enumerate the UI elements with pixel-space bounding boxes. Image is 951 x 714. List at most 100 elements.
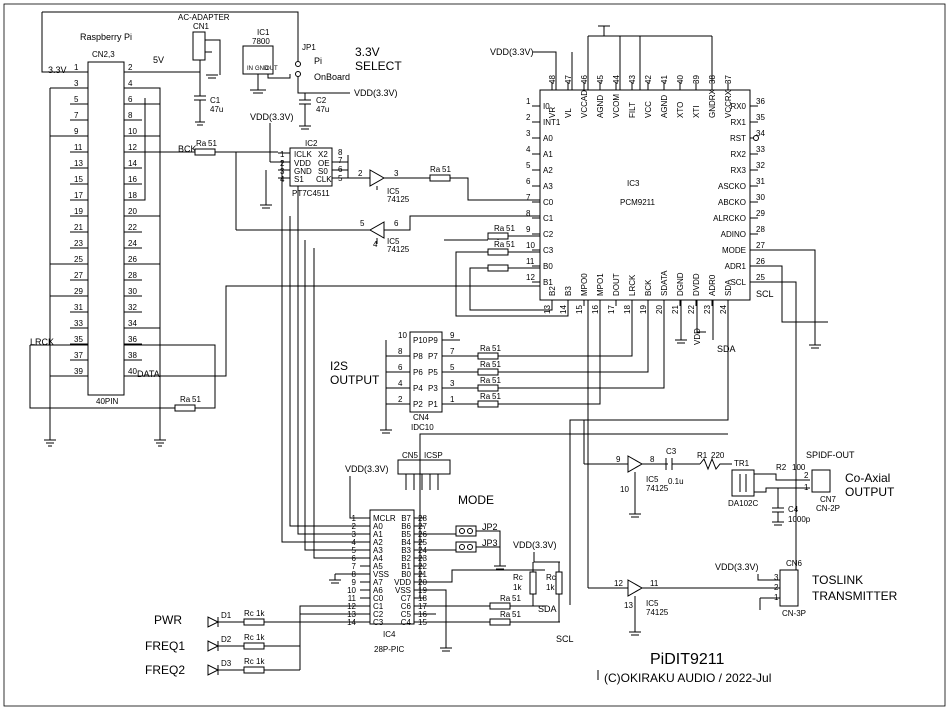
cn4-right-pin: P3 [428,384,438,393]
svg-text:Rc: Rc [546,573,556,582]
rpi-pin-right: 4 [128,79,133,88]
svg-text:47u: 47u [210,105,223,114]
svg-text:Ra: Ra [494,224,505,233]
svg-text:9: 9 [450,331,455,340]
svg-text:ICSP: ICSP [424,451,443,460]
ic4-left-pin: A0 [373,522,383,531]
svg-text:2: 2 [774,583,779,592]
svg-text:18: 18 [623,305,632,314]
svg-text:8: 8 [650,455,655,464]
svg-text:Ra: Ra [494,240,505,249]
data-label: DATA [137,369,160,379]
svg-text:9: 9 [616,455,621,464]
ic3-bottom-pin: B2 [548,286,557,296]
svg-text:VDD: VDD [294,159,311,168]
cn23-label: CN2,3 [92,50,115,59]
svg-text:51: 51 [512,610,521,619]
svg-text:51: 51 [506,240,515,249]
svg-text:GND: GND [294,167,312,176]
svg-text:1: 1 [526,97,531,106]
board-title: PiDIT9211 [650,651,725,668]
svg-text:0.1u: 0.1u [668,477,684,486]
svg-text:3: 3 [450,379,455,388]
svg-text:20: 20 [655,305,664,314]
svg-text:7: 7 [338,156,343,165]
ic4-right-pin: C4 [401,618,412,627]
svg-text:74125: 74125 [646,484,669,493]
svg-text:22: 22 [687,305,696,314]
ic3-right-pin: ADR1 [725,262,747,271]
svg-text:44: 44 [612,75,621,84]
svg-text:SCL: SCL [556,634,574,644]
svg-text:13: 13 [543,305,552,314]
sheet-frame [3,3,946,707]
rpi-pin-right: 32 [128,303,137,312]
rpi-pin-left: 23 [74,239,83,248]
coaxial-label: Co-Axial [845,471,890,485]
cn4-left-pin: P8 [413,352,423,361]
svg-text:Ra: Ra [180,395,191,404]
led-icon [207,616,220,628]
ic3-pcm9211: IC3 PCM9211 48VR47VL46VCCAD45AGND44VCOM4… [444,25,828,605]
ic5-buffers: 2 3 IC5 74125 Ra 51 5 6 4 IC5 74125 [235,152,540,254]
ic4-right-pin: B5 [401,530,411,539]
ic3-bottom-pin: MPO1 [596,273,605,296]
svg-text:48: 48 [548,75,557,84]
svg-text:VDD(3.3V): VDD(3.3V) [250,112,294,122]
ic4-left-pin: C2 [373,610,384,619]
ic4-right-pin: VDD [394,578,411,587]
i2s-output-label: OUTPUT [330,373,380,387]
ic3-left-pin: B1 [543,278,553,287]
ic4-right-pin: B4 [401,538,411,547]
svg-text:Ra: Ra [480,392,491,401]
ic3-left-pin: A3 [543,182,553,191]
svg-text:PT7C4511: PT7C4511 [292,189,330,198]
svg-text:19: 19 [639,305,648,314]
svg-text:27: 27 [418,522,427,531]
svg-text:29: 29 [756,209,765,218]
cn4-right-pin: P7 [428,352,438,361]
svg-text:42: 42 [644,75,653,84]
svg-text:6: 6 [526,177,531,186]
select-label: SELECT [355,59,402,73]
rpi-pin-right: 40 [128,367,137,376]
ic3-left-pin: I0 [543,102,550,111]
ic3-right-pin: MODE [722,246,746,255]
ic4-right-pin: B6 [401,522,411,531]
svg-text:VDD(3.3V): VDD(3.3V) [715,562,759,572]
i2s-label: I2S [330,359,348,373]
rpi-pin-right: 36 [128,335,137,344]
svg-text:DA102C: DA102C [728,499,758,508]
pin40-label: 40PIN [96,397,118,406]
svg-text:31: 31 [756,177,765,186]
ic4-left-pin: VSS [373,570,389,579]
ic3-right-pin: SCL [730,278,746,287]
svg-text:C3: C3 [666,447,677,456]
svg-text:28P-PIC: 28P-PIC [374,645,404,654]
rpi-pin-right: 24 [128,239,137,248]
ic4-right-pin: C7 [401,594,412,603]
ic3-top-pin: AGND [596,95,605,118]
spdif-section: 9 8 IC5 74125 10 C3 0.1u R1 220 TR1 DA10… [583,420,895,526]
ic3-right-pin: ASCKO [718,182,746,191]
rpi-pin-right: 16 [128,175,137,184]
svg-text:51: 51 [492,392,501,401]
svg-text:5: 5 [450,363,455,372]
svg-text:D3: D3 [221,659,232,668]
ic4-right-pin: B0 [401,570,411,579]
svg-text:IDC10: IDC10 [411,423,434,432]
cn4-left-pin: P4 [413,384,423,393]
svg-text:ICLK: ICLK [294,150,312,159]
ic3-bottom-pin: DVDD [692,273,701,296]
svg-text:41: 41 [660,75,669,84]
ic3-right-pin: RX1 [730,118,746,127]
power-section: AC-ADAPTER CN1 IC1 7800 IN GND OUT C1 47… [178,13,402,130]
svg-text:IC3: IC3 [627,179,640,188]
rpi-pin-right: 12 [128,143,137,152]
select-voltage: 3.3V [355,45,380,59]
ic4-left-pin: C3 [373,618,384,627]
rpi-label: Raspberry Pi [80,32,132,42]
svg-text:C1: C1 [210,96,221,105]
